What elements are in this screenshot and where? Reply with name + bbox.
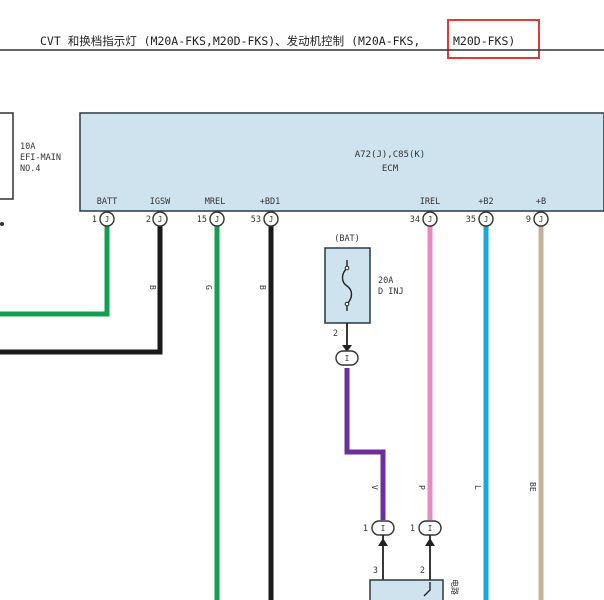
ecm-name: ECM	[382, 164, 399, 174]
svg-text:I: I	[428, 524, 433, 533]
svg-text:J: J	[428, 215, 433, 224]
svg-text:15: 15	[197, 215, 207, 225]
ecm-pin-35: 35 J	[466, 211, 494, 227]
pink-wire-connector: I	[418, 520, 442, 536]
relay-block	[369, 579, 444, 600]
svg-text:9: 9	[526, 215, 531, 225]
wire-code-mrel: G	[204, 285, 213, 290]
svg-text:2: 2	[146, 215, 151, 225]
svg-text:J: J	[484, 215, 489, 224]
wire-code-igsw: B	[148, 285, 157, 290]
relay-switch-icon	[423, 582, 431, 597]
efi-fuse-rating: 10A	[20, 142, 35, 152]
wire-batt-green	[0, 226, 110, 317]
pin-label-b: +B	[536, 197, 546, 207]
svg-text:J: J	[539, 215, 544, 224]
relay-label: 电路	[450, 579, 460, 595]
wire-igsw-black	[0, 226, 163, 355]
pin-label-irel: IREL	[420, 197, 440, 207]
wire-code-bd1: B	[258, 285, 267, 290]
svg-text:J: J	[158, 215, 163, 224]
wire-code-purple: V	[370, 485, 379, 490]
page-title-highlight: M20D-FKS)	[453, 34, 515, 48]
svg-text:J: J	[215, 215, 220, 224]
dinj-output-connector: I	[335, 350, 359, 366]
highlight-box	[447, 19, 540, 59]
purple-connector-pin: 1	[363, 524, 368, 534]
ecm-pin-2: 2 J	[146, 211, 168, 227]
arrow-up-icon	[378, 538, 388, 546]
efi-fuse-name: EFI-MAIN	[20, 153, 61, 163]
pin-label-mrel: MREL	[205, 197, 225, 207]
svg-text:J: J	[269, 215, 274, 224]
dinj-pin-number: 2	[333, 329, 338, 339]
page-title: CVT 和换档指示灯 (M20A-FKS,M20D-FKS)、发动机控制 (M2…	[40, 34, 420, 48]
purple-wire-connector: I	[371, 520, 395, 536]
relay-pin-left: 3	[373, 566, 378, 576]
svg-text:I: I	[381, 524, 386, 533]
pin-label-bd1: +BD1	[260, 197, 280, 207]
ecm-pin-53: 53 J	[251, 211, 279, 227]
ecm-connector-label: A72(J),C85(K)	[355, 150, 425, 160]
pin-label-batt: BATT	[97, 197, 117, 207]
efi-fuse-number: NO.4	[20, 164, 40, 174]
pink-connector-pin: 1	[410, 524, 415, 534]
arrow-down-icon	[342, 345, 352, 352]
dinj-fuse-name: D INJ	[378, 287, 404, 297]
wire-code-b2: L	[473, 485, 482, 490]
pin-label-igsw: IGSW	[150, 197, 171, 207]
pin-label-b2: +B2	[478, 197, 493, 207]
relay-pin-right: 2	[420, 566, 425, 576]
svg-text:J: J	[105, 215, 110, 224]
svg-text:1: 1	[92, 215, 97, 225]
fuse-symbol-icon	[341, 260, 353, 311]
junction-dot	[0, 222, 4, 226]
ecm-block	[79, 112, 604, 212]
arrow-up-icon	[425, 538, 435, 546]
svg-text:53: 53	[251, 215, 261, 225]
ecm-pin-1: 1 J	[92, 211, 115, 227]
wire-purple	[344, 368, 386, 520]
efi-main-fuse-box	[0, 112, 14, 200]
svg-text:34: 34	[410, 215, 420, 225]
wire-code-irel: P	[417, 485, 426, 490]
svg-text:35: 35	[466, 215, 476, 225]
ecm-pin-34: 34 J	[410, 211, 438, 227]
svg-text:I: I	[345, 354, 350, 363]
dinj-supply-label: (BAT)	[334, 234, 360, 244]
ecm-pin-9: 9 J	[526, 211, 549, 227]
dinj-fuse-rating: 20A	[378, 276, 393, 286]
wire-code-b: BE	[528, 482, 537, 492]
ecm-pin-15: 15 J	[197, 211, 225, 227]
